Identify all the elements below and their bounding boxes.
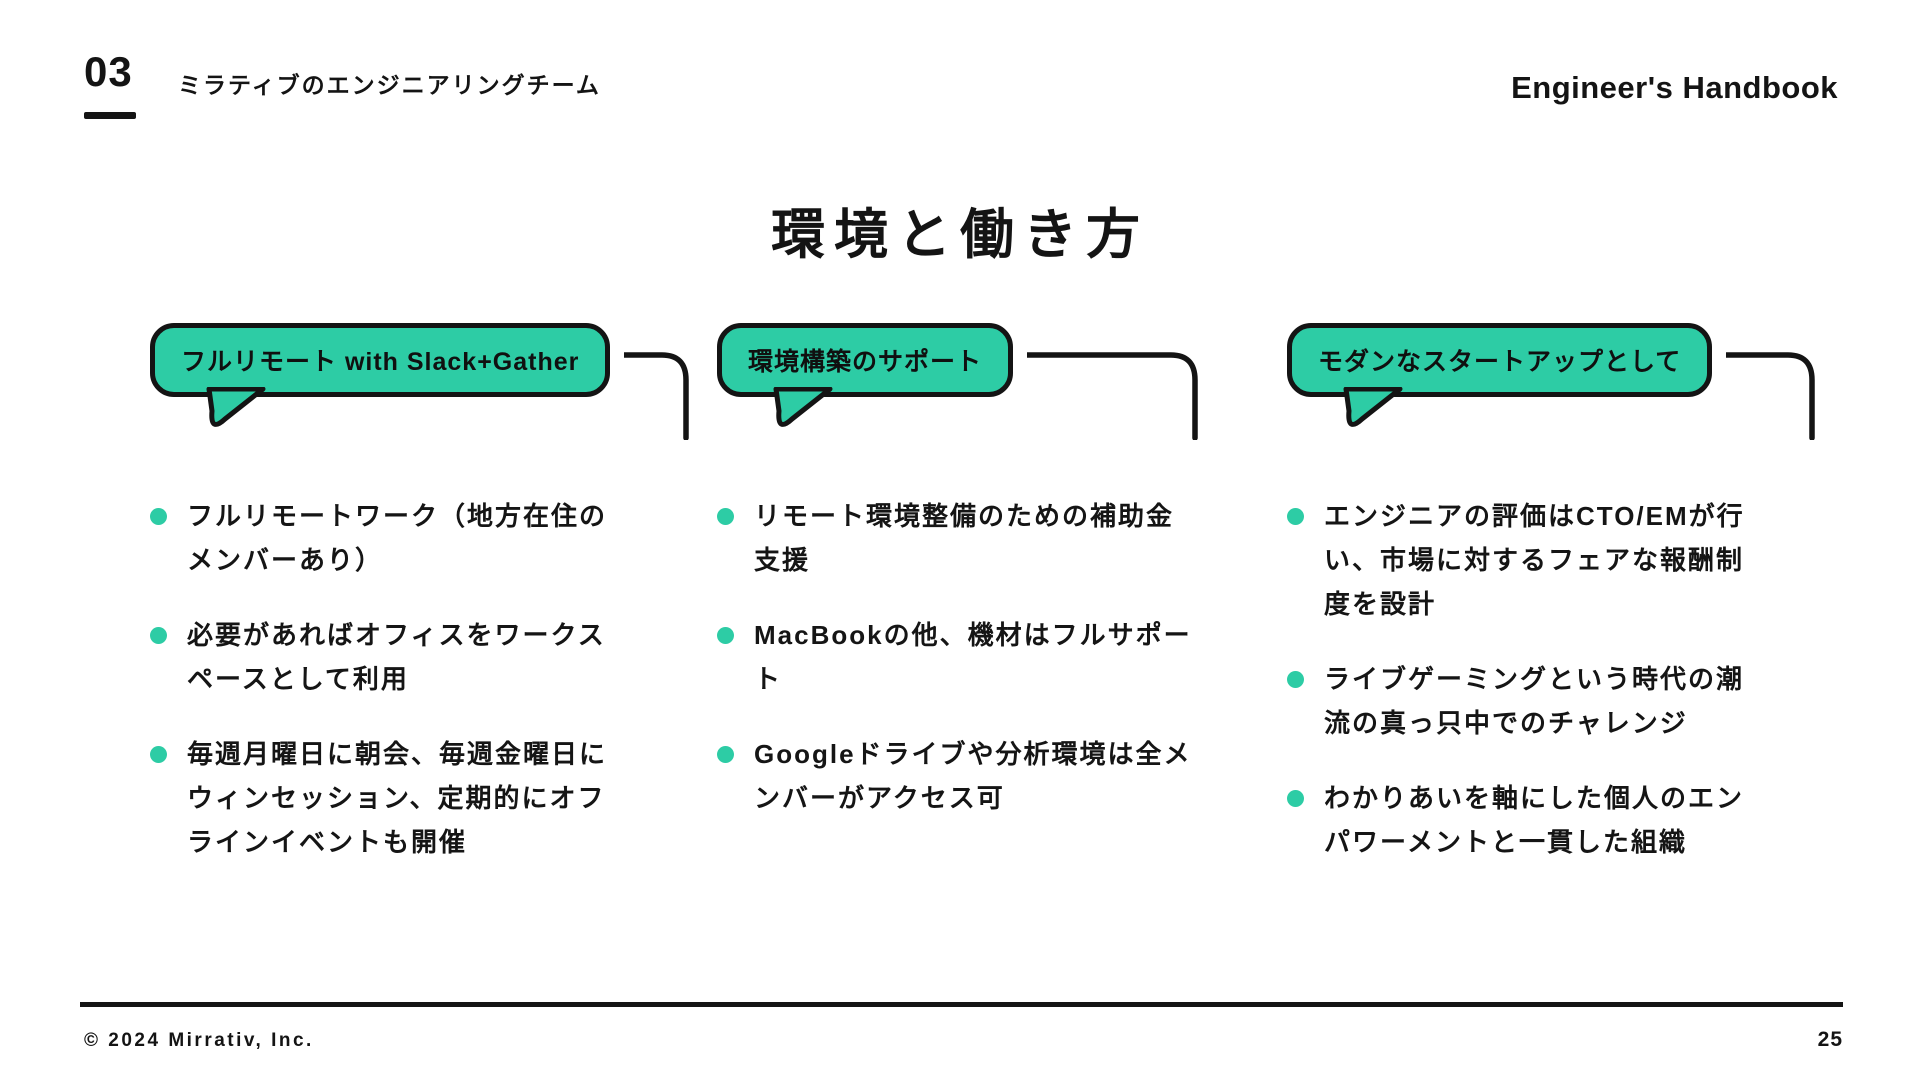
page-number: 25 <box>1817 1028 1843 1051</box>
speech-tail-icon <box>206 387 266 427</box>
bullet-dot-icon <box>150 508 167 525</box>
speech-bubble-label: 環境構築のサポート <box>748 348 983 376</box>
bullet-dot-icon <box>717 626 734 644</box>
speech-bubble: フルリモート with Slack+Gather <box>150 323 611 427</box>
bullet-text: MacBookの他、機材はフルサポート <box>754 619 1192 694</box>
bullet-item: 毎週月曜日に朝会、毎週金曜日にウィンセッション、定期的にオフラインイベントも開催 <box>150 733 645 865</box>
connector-line <box>624 352 690 440</box>
section-title: ミラティブのエンジニアリングチーム <box>178 72 601 98</box>
page-title: 環境と働き方 <box>771 205 1149 265</box>
bullet-text: エンジニアの評価はCTO/EMが行い、市場に対するフェアな報酬制度を設計 <box>1324 501 1745 619</box>
bullet-item: リモート環境整備のための補助金支援 <box>717 495 1215 583</box>
speech-tail-icon <box>1343 387 1403 427</box>
columns: フルリモート with Slack+Gather フルリモートワーク（地方在住の… <box>150 323 1817 896</box>
bullet-text: 必要があればオフィスをワークスペースとして利用 <box>187 619 606 694</box>
connector-line <box>1027 352 1198 440</box>
column-environment-support: 環境構築のサポート リモート環境整備のための補助金支援 MacBookの他、機材… <box>717 323 1215 896</box>
speech-bubble: 環境構築のサポート <box>717 323 1014 427</box>
bullet-dot-icon <box>1287 670 1304 688</box>
bullet-item: MacBookの他、機材はフルサポート <box>717 614 1215 702</box>
bubble-row: モダンなスタートアップとして <box>1287 323 1817 440</box>
bullet-dot-icon <box>1287 508 1304 525</box>
speech-bubble-label: フルリモート with Slack+Gather <box>181 348 580 376</box>
speech-bubble-label: モダンなスタートアップとして <box>1318 348 1682 376</box>
copyright-text: © 2024 Mirrativ, Inc. <box>84 1030 314 1051</box>
bullet-text: わかりあいを軸にした個人のエンパワーメントと一貫した組織 <box>1324 782 1745 857</box>
bullet-dot-icon <box>150 745 167 763</box>
speech-bubble: モダンなスタートアップとして <box>1287 323 1713 427</box>
bullet-item: Googleドライブや分析環境は全メンバーがアクセス可 <box>717 733 1215 821</box>
column-full-remote: フルリモート with Slack+Gather フルリモートワーク（地方在住の… <box>150 323 690 896</box>
bullet-dot-icon <box>150 626 167 644</box>
bullet-dot-icon <box>717 508 734 525</box>
bullet-text: フルリモートワーク（地方在住のメンバーあり） <box>187 501 608 575</box>
bullet-item: エンジニアの評価はCTO/EMが行い、市場に対するフェアな報酬制度を設計 <box>1287 495 1817 627</box>
section-number: 03 <box>84 48 133 95</box>
bullet-list: フルリモートワーク（地方在住のメンバーあり） 必要があればオフィスをワークスペー… <box>150 495 645 865</box>
bullet-list: エンジニアの評価はCTO/EMが行い、市場に対するフェアな報酬制度を設計 ライブ… <box>1287 495 1817 865</box>
bubble-row: 環境構築のサポート <box>717 323 1215 440</box>
bullet-item: ライブゲーミングという時代の潮流の真っ只中でのチャレンジ <box>1287 658 1817 746</box>
bullet-item: 必要があればオフィスをワークスペースとして利用 <box>150 614 645 702</box>
bullet-list: リモート環境整備のための補助金支援 MacBookの他、機材はフルサポート Go… <box>717 495 1215 821</box>
bullet-dot-icon <box>1287 789 1304 807</box>
section-number-underline <box>84 112 136 119</box>
bullet-text: ライブゲーミングという時代の潮流の真っ只中でのチャレンジ <box>1324 663 1745 738</box>
bullet-item: フルリモートワーク（地方在住のメンバーあり） <box>150 495 645 583</box>
speech-tail-icon <box>773 387 833 427</box>
bullet-text: Googleドライブや分析環境は全メンバーがアクセス可 <box>754 738 1192 813</box>
bullet-dot-icon <box>717 745 734 763</box>
bullet-text: 毎週月曜日に朝会、毎週金曜日にウィンセッション、定期的にオフラインイベントも開催 <box>187 738 608 857</box>
bubble-row: フルリモート with Slack+Gather <box>150 323 690 440</box>
handbook-label: Engineer's Handbook <box>1511 70 1838 105</box>
connector-line <box>1726 352 1816 440</box>
bullet-item: わかりあいを軸にした個人のエンパワーメントと一貫した組織 <box>1287 777 1817 865</box>
bullet-text: リモート環境整備のための補助金支援 <box>754 501 1175 575</box>
column-modern-startup: モダンなスタートアップとして エンジニアの評価はCTO/EMが行い、市場に対する… <box>1287 323 1817 896</box>
footer-divider <box>80 1002 1843 1007</box>
